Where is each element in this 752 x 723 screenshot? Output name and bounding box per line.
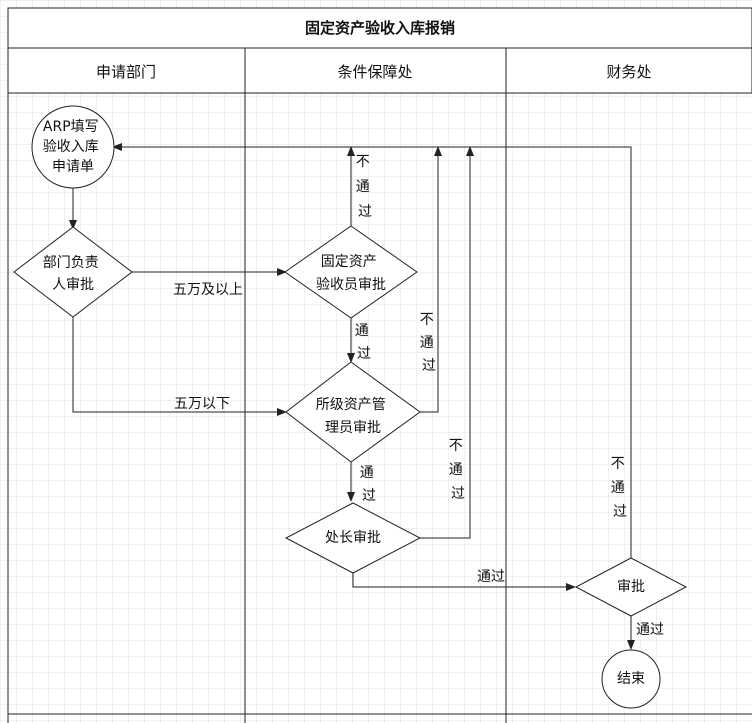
edge-finance-fail: [112, 143, 632, 558]
node-finance-label: 审批: [617, 579, 645, 595]
edge-label-checker-pass: 通 过: [355, 323, 373, 362]
edge-label-manager-pass: 通 过: [360, 465, 378, 504]
edge-label-director-fail: 不 通 过: [449, 438, 467, 502]
node-start-label: ARP填写 验收入库 申请单: [43, 119, 103, 175]
node-director: [284, 502, 422, 574]
diagram-title: 固定资产验收入库报销: [305, 19, 455, 37]
edge-label-director-pass: 通过: [477, 569, 505, 585]
edge-label-checker-fail: 不 通 过: [356, 154, 374, 220]
edge-label-under-50k: 五万以下: [174, 396, 230, 412]
lane-header-support: 条件保障处: [337, 63, 412, 81]
node-asset-manager-label: 所级资产管 理员审批: [316, 397, 390, 436]
node-start: [31, 105, 115, 189]
edges: [69, 143, 635, 650]
node-asset-checker-label: 固定资产 验收员审批: [316, 254, 386, 293]
node-dept-head-label: 部门负责 人审批: [43, 255, 103, 293]
node-director-label: 处长审批: [325, 530, 381, 546]
node-end: [601, 649, 661, 709]
lane-header-applicant: 申请部门: [96, 63, 156, 81]
lane-header-finance: 财务处: [606, 63, 651, 81]
node-end-label: 结束: [617, 671, 645, 687]
edge-label-finance-fail: 不 通 过: [611, 456, 629, 520]
node-asset-checker: [284, 225, 418, 319]
edge-label-finance-pass: 通过: [636, 622, 664, 638]
edge-dept-to-manager: [72, 317, 287, 416]
node-asset-manager: [285, 361, 421, 463]
edge-manager-fail: [420, 146, 442, 413]
swimlane-frame: [7, 7, 752, 723]
edge-director-to-finance: [352, 573, 576, 591]
node-dept-head: [13, 226, 133, 318]
edge-director-fail: [420, 146, 474, 539]
node-finance: [574, 557, 688, 617]
edge-label-over-50k: 五万及以上: [173, 282, 243, 298]
edge-label-manager-fail: 不 通 过: [420, 312, 438, 374]
